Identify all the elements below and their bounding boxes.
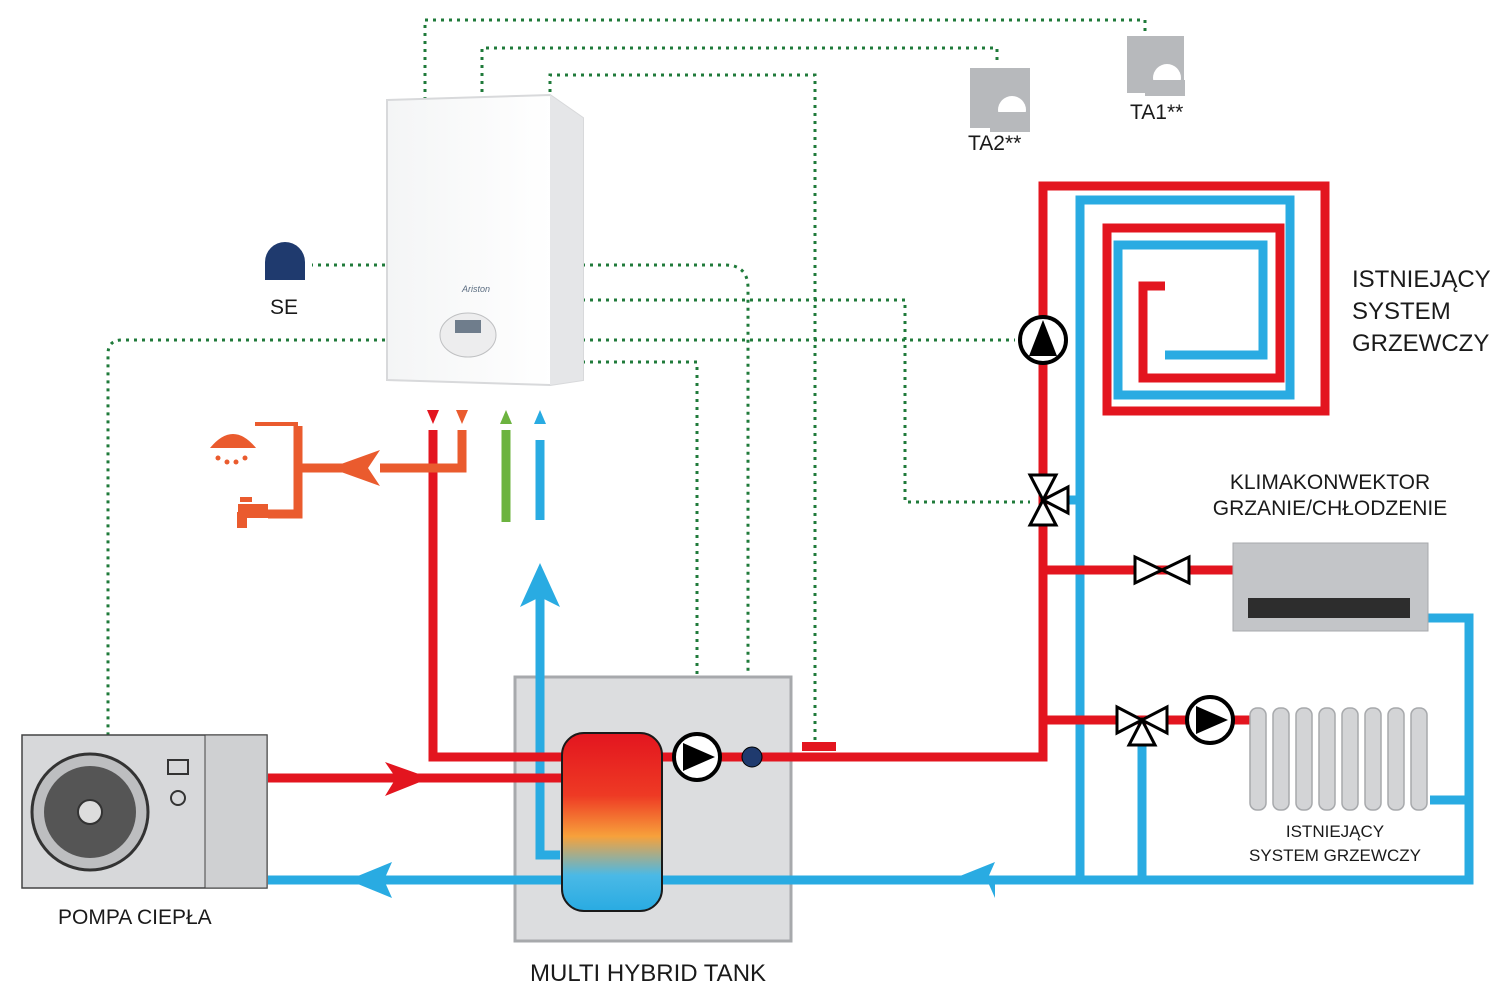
flow-arrow-up — [520, 563, 560, 607]
control-wiring — [106, 18, 1147, 748]
three-way-valve-icon — [1027, 473, 1070, 527]
marker-return — [534, 410, 546, 424]
room-thermostat-icon — [970, 68, 1030, 132]
circulator-pump-icon — [1018, 315, 1068, 365]
label-existing-system-line: GRZEWCZY — [1352, 330, 1490, 357]
temperature-sensor — [741, 746, 763, 768]
buffer-tank-icon — [561, 732, 663, 912]
label-se: SE — [270, 296, 299, 319]
label-radiator-system: ISTNIEJĄCY SYSTEM GRZEWCZY — [1235, 820, 1435, 868]
tap-icon — [237, 497, 268, 528]
circulator-pump-icon — [672, 732, 722, 782]
two-way-valve-icon — [1133, 554, 1191, 586]
label-existing-system-line: SYSTEM — [1352, 298, 1451, 325]
flow-arrow-return-2 — [950, 862, 995, 898]
dhw-arrow — [330, 450, 380, 486]
label-fan-coil-line: KLIMAKONWEKTOR — [1229, 471, 1431, 494]
three-way-valve-icon — [1115, 704, 1169, 747]
room-thermostat-icon — [1127, 36, 1185, 96]
label-fan-coil: KLIMAKONWEKTOR GRZANIE/CHŁODZENIE — [1205, 470, 1455, 522]
heat-pump-icon — [21, 734, 268, 889]
label-ta2: TA2** — [968, 132, 1022, 155]
label-radiator-system-line: ISTNIEJĄCY — [1285, 822, 1385, 841]
outdoor-sensor-icon — [265, 242, 305, 280]
fan-coil-icon — [1232, 542, 1429, 632]
shower-icon — [210, 434, 256, 465]
marker-heating — [427, 410, 439, 424]
label-existing-system: ISTNIEJĄCY SYSTEM GRZEWCZY — [1352, 264, 1491, 360]
label-radiator-system-line: SYSTEM GRZEWCZY — [1249, 846, 1421, 865]
pipe-fitting — [802, 742, 836, 751]
label-ta1: TA1** — [1130, 101, 1184, 124]
svg-text:Ariston: Ariston — [461, 284, 490, 294]
label-heat-pump: POMPA CIEPŁA — [58, 906, 212, 929]
marker-gas — [500, 410, 512, 424]
flow-arrow-return — [348, 862, 392, 898]
circulator-pump-icon — [1185, 695, 1235, 745]
label-fan-coil-line: GRZANIE/CHŁODZENIE — [1212, 497, 1448, 520]
label-existing-system-line: ISTNIEJĄCY — [1352, 266, 1491, 293]
label-multi-hybrid-tank: MULTI HYBRID TANK — [530, 960, 767, 987]
flow-arrow-supply — [385, 762, 430, 796]
radiator-icon — [1249, 707, 1428, 811]
marker-dhw — [456, 410, 468, 424]
boiler-icon: Ariston — [386, 93, 584, 387]
